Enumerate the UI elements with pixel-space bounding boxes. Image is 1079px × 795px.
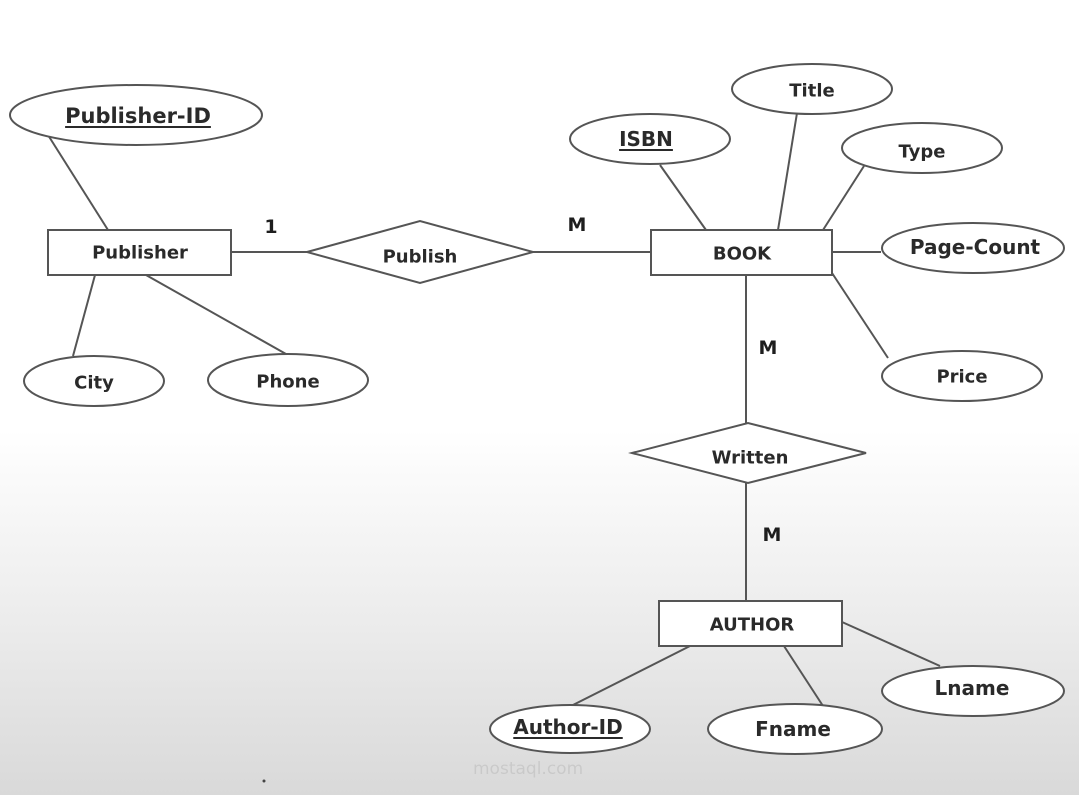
watermark: mostaql.com xyxy=(473,759,583,779)
attribute-label: ISBN xyxy=(619,127,673,151)
attribute-label: Publisher-ID xyxy=(65,104,211,128)
attribute-city[interactable]: City xyxy=(23,355,165,407)
attribute-page-count[interactable]: Page-Count xyxy=(881,222,1065,274)
entity-label: Publisher xyxy=(92,243,188,264)
edge-author-lname xyxy=(841,621,941,667)
attribute-title[interactable]: Title xyxy=(731,63,893,115)
attribute-label: City xyxy=(74,373,114,394)
attribute-label: Price xyxy=(936,367,987,388)
attribute-label: Type xyxy=(899,142,946,163)
attribute-label: Page-Count xyxy=(910,235,1041,259)
attribute-label: Fname xyxy=(755,717,831,741)
edge-book-title xyxy=(777,112,798,231)
attribute-publisher-id[interactable]: Publisher-ID xyxy=(9,84,263,146)
attribute-label: Author-ID xyxy=(513,715,622,739)
edge-book-isbn xyxy=(659,164,707,231)
entity-book[interactable]: BOOK xyxy=(650,229,833,276)
stray-dot xyxy=(262,779,266,783)
relationship-publish[interactable]: Publish xyxy=(303,219,537,285)
cardinality-publisher-publish: 1 xyxy=(264,216,277,238)
attribute-fname[interactable]: Fname xyxy=(707,703,883,755)
relationship-label: Written xyxy=(712,448,789,469)
relationship-written[interactable]: Written xyxy=(628,421,867,485)
entity-label: BOOK xyxy=(713,244,772,265)
edge-publisher-publisher-id xyxy=(47,134,109,231)
relationship-label: Publish xyxy=(383,247,458,268)
edge-author-author-id xyxy=(570,645,691,707)
attribute-isbn[interactable]: ISBN xyxy=(569,113,731,165)
edge-publisher-city xyxy=(72,274,96,357)
edge-author-fname xyxy=(783,645,824,707)
cardinality-publish-book: M xyxy=(568,214,587,236)
cardinality-book-written: M xyxy=(759,337,778,359)
attribute-lname[interactable]: Lname xyxy=(881,665,1065,717)
attribute-price[interactable]: Price xyxy=(881,350,1043,402)
entity-label: AUTHOR xyxy=(710,615,795,636)
entity-author[interactable]: AUTHOR xyxy=(658,600,843,647)
attribute-label: Lname xyxy=(935,676,1010,700)
attribute-phone[interactable]: Phone xyxy=(207,353,369,407)
entity-publisher[interactable]: Publisher xyxy=(47,229,232,276)
attribute-type[interactable]: Type xyxy=(841,122,1003,174)
edge-publisher-phone xyxy=(145,274,287,355)
attribute-label: Phone xyxy=(256,372,319,393)
edges xyxy=(47,112,941,707)
attribute-label: Title xyxy=(789,81,834,102)
cardinality-written-author: M xyxy=(763,524,782,546)
edge-book-price xyxy=(831,272,889,359)
edge-book-type xyxy=(822,165,865,231)
attribute-author-id[interactable]: Author-ID xyxy=(489,704,651,754)
